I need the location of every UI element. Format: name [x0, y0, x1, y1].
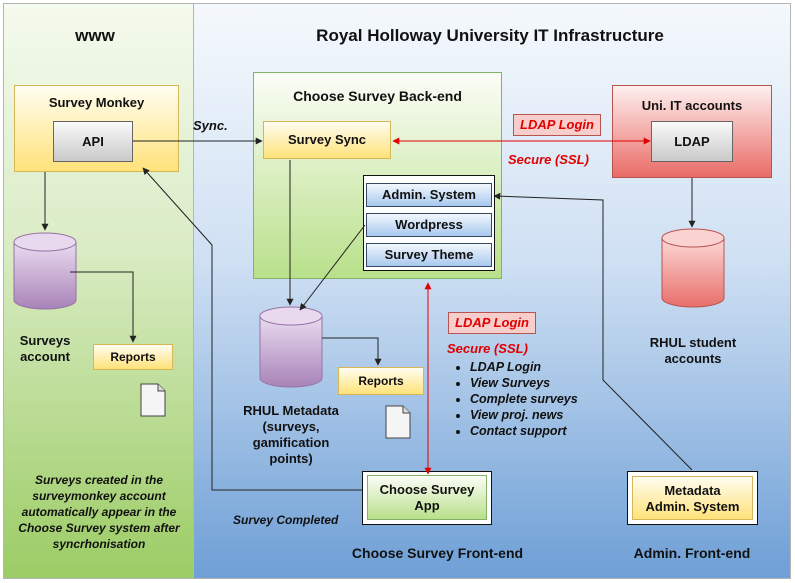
rhul-heading: Royal Holloway University IT Infrastruct… — [316, 26, 664, 45]
sync-footnote: Surveys created in the surveymonkey acco… — [18, 473, 180, 551]
document-icon — [385, 405, 411, 439]
document-icon — [140, 383, 166, 417]
ldap-component: LDAP — [651, 121, 733, 162]
reports-box-middle: Reports — [338, 367, 424, 395]
reports-box-left: Reports — [93, 344, 173, 370]
ldap-login-tag-middle: LDAP Login — [448, 312, 536, 334]
admin-frontend-heading: Admin. Front-end — [633, 545, 751, 561]
www-heading: www — [75, 26, 115, 45]
feature-item: Contact support — [470, 423, 578, 439]
choose-survey-app-component: Choose Survey App — [367, 475, 487, 520]
secure-ssl-label-middle: Secure (SSL) — [447, 341, 528, 356]
frontend-heading: Choose Survey Front-end — [351, 545, 524, 561]
secure-ssl-label-top: Secure (SSL) — [508, 152, 589, 167]
survey-monkey-title: Survey Monkey — [48, 95, 145, 110]
survey-theme-component: Survey Theme — [366, 243, 492, 267]
surveys-account-database-icon — [13, 232, 77, 310]
rhul-student-accounts-label: RHUL student accounts — [649, 335, 737, 366]
api-component: API — [53, 121, 133, 162]
surveys-account-label: Surveys account — [19, 333, 71, 364]
feature-item: View Surveys — [470, 375, 578, 391]
rhul-metadata-label: RHUL Metadata (surveys, gamification poi… — [243, 403, 339, 466]
admin-system-component: Admin. System — [366, 183, 492, 207]
survey-completed-label: Survey Completed — [233, 513, 339, 527]
sync-label: Sync. — [193, 118, 228, 133]
ldap-login-tag-top: LDAP Login — [513, 114, 601, 136]
feature-item: Complete surveys — [470, 391, 578, 407]
rhul-student-accounts-database-icon — [661, 228, 725, 308]
frontend-features-list: LDAP Login View Surveys Complete surveys… — [452, 359, 578, 439]
backend-heading: Choose Survey Back-end — [293, 88, 462, 104]
feature-item: LDAP Login — [470, 359, 578, 375]
metadata-admin-system-component: Metadata Admin. System — [632, 476, 753, 520]
survey-sync-component: Survey Sync — [263, 121, 391, 159]
uni-it-accounts-title: Uni. IT accounts — [641, 98, 743, 113]
feature-item: View proj. news — [470, 407, 578, 423]
rhul-metadata-database-icon — [259, 306, 323, 388]
wordpress-component: Wordpress — [366, 213, 492, 237]
